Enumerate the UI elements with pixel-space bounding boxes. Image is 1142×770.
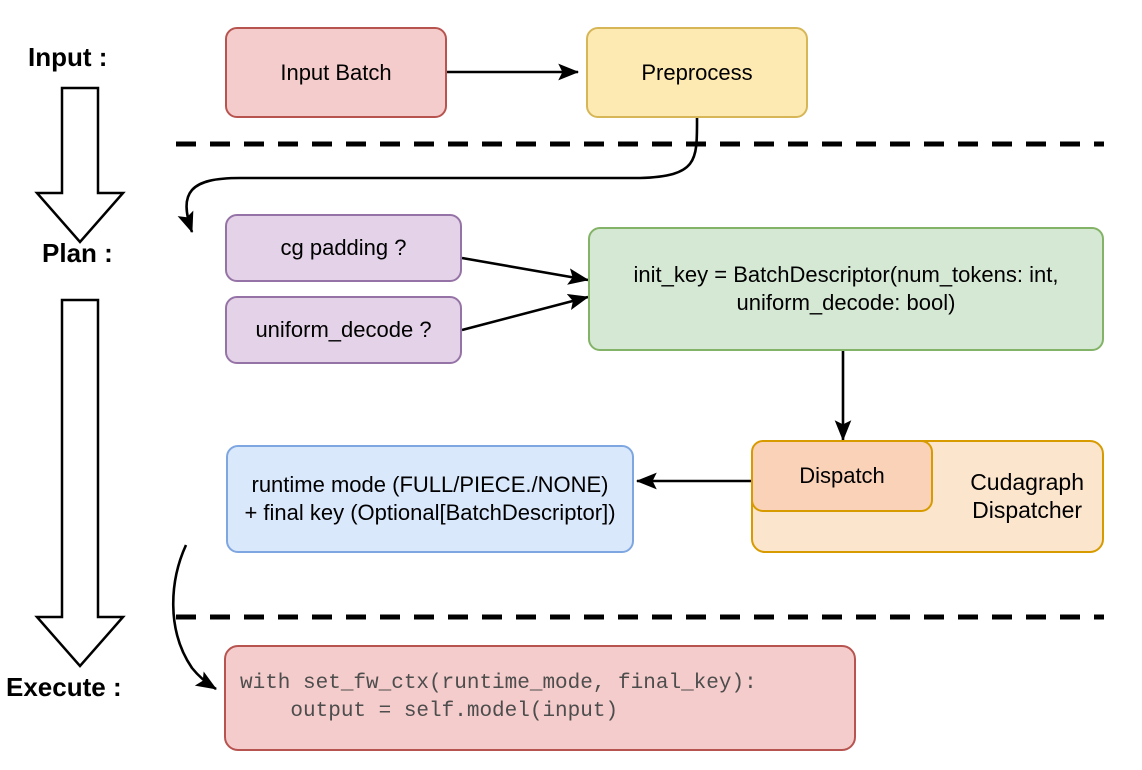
node-runtime-mode-line1: runtime mode (FULL/PIECE./NONE) <box>251 472 609 498</box>
node-runtime-mode[interactable]: runtime mode (FULL/PIECE./NONE) + final … <box>226 445 634 553</box>
node-cg-padding[interactable]: cg padding ? <box>225 214 462 282</box>
plan-to-execute-flow <box>34 298 126 668</box>
node-execute-code-line1: with set_fw_ctx(runtime_mode, final_key)… <box>240 671 757 695</box>
stage-label-plan: Plan : <box>42 238 113 268</box>
node-execute-code-line2: output = self.model(input) <box>240 700 619 723</box>
node-input-batch-label: Input Batch <box>280 59 392 85</box>
cg-padding-to-init-key-edge <box>461 256 590 285</box>
node-dispatch[interactable]: Dispatch <box>751 440 933 512</box>
node-dispatch-label: Dispatch <box>799 463 885 489</box>
node-cudagraph-dispatcher-label: Cudagraph Dispatcher <box>970 469 1084 524</box>
node-preprocess-label: Preprocess <box>641 59 753 85</box>
stage-label-execute: Execute : <box>6 672 122 702</box>
node-uniform-decode[interactable]: uniform_decode ? <box>225 296 462 364</box>
node-cudagraph-dispatcher-line1: Cudagraph <box>970 468 1084 495</box>
node-runtime-mode-line2: + final key (Optional[BatchDescriptor]) <box>244 500 616 525</box>
node-preprocess[interactable]: Preprocess <box>586 27 808 118</box>
node-init-key-line1: init_key = BatchDescriptor(num_tokens: i… <box>633 262 1059 288</box>
uniform-decode-to-init-key-edge <box>461 293 590 332</box>
node-uniform-decode-label: uniform_decode ? <box>255 317 432 343</box>
node-input-batch[interactable]: Input Batch <box>225 27 447 118</box>
runtime-mode-to-code-edge <box>171 544 217 691</box>
node-cudagraph-dispatcher-line2: Dispatcher <box>972 496 1083 523</box>
input-to-plan-flow <box>34 86 126 244</box>
stage-label-input: Input : <box>28 42 108 72</box>
node-init-key-line2: uniform_decode: bool) <box>736 290 956 315</box>
node-cg-padding-label: cg padding ? <box>280 235 407 261</box>
node-init-key[interactable]: init_key = BatchDescriptor(num_tokens: i… <box>588 227 1104 351</box>
node-execute-code[interactable]: with set_fw_ctx(runtime_mode, final_key)… <box>224 645 856 751</box>
